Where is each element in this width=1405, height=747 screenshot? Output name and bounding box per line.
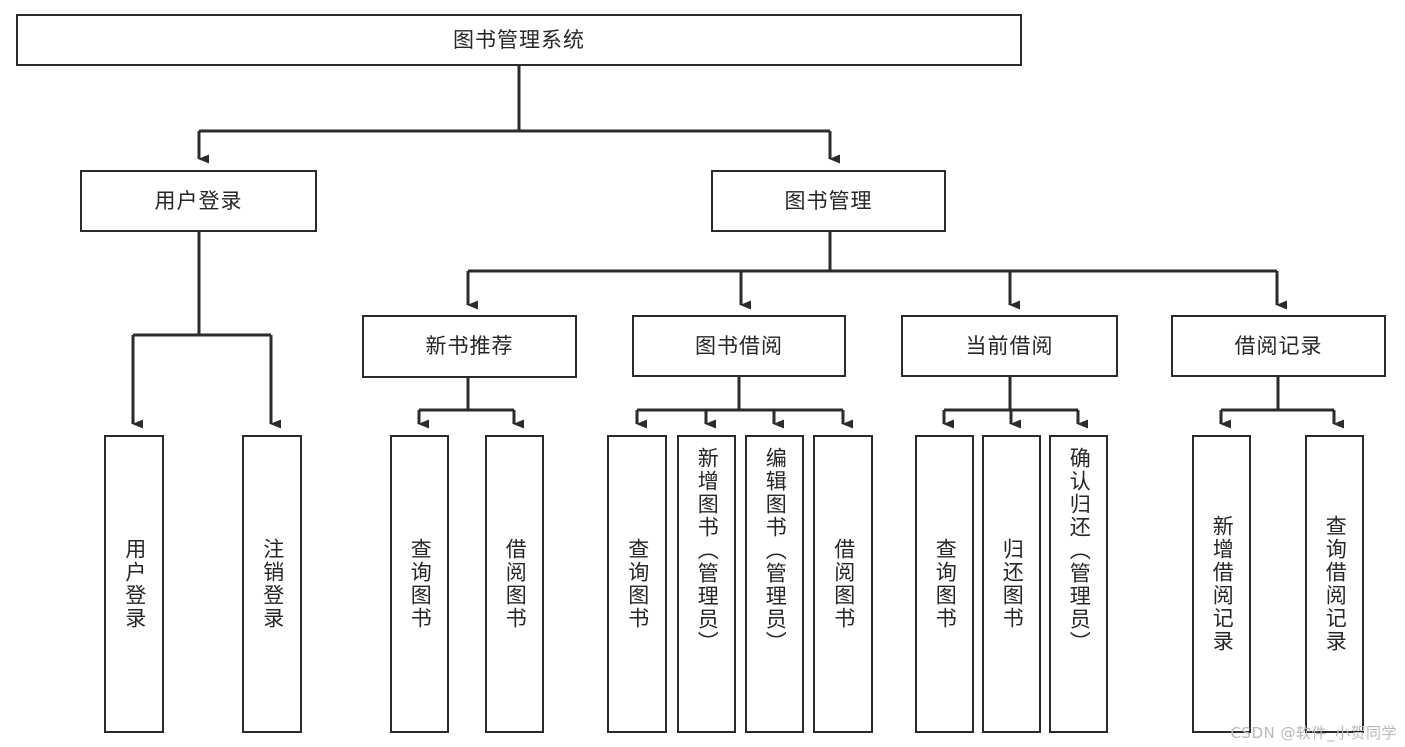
leaf-borrow-record-0[interactable]: 新增借阅记录 bbox=[1192, 435, 1251, 733]
leaf-book-borrow-1-label: 新增图书（管理员） bbox=[695, 447, 720, 654]
node-current-borrow[interactable]: 当前借阅 bbox=[901, 315, 1118, 377]
leaf-borrow-record-1-label: 查询借阅记录 bbox=[1323, 515, 1348, 653]
leaf-book-borrow-1[interactable]: 新增图书（管理员） bbox=[677, 435, 736, 733]
leaf-book-borrow-3[interactable]: 借阅图书 bbox=[813, 435, 873, 733]
node-root-label: 图书管理系统 bbox=[453, 27, 585, 52]
node-new-book-rec[interactable]: 新书推荐 bbox=[362, 315, 577, 378]
leaf-borrow-record-1[interactable]: 查询借阅记录 bbox=[1305, 435, 1364, 733]
leaf-user-login-0-label: 用户登录 bbox=[122, 538, 147, 630]
leaf-new-book-rec-0-label: 查询图书 bbox=[408, 538, 433, 630]
leaf-current-borrow-1-label: 归还图书 bbox=[1000, 538, 1025, 630]
leaf-new-book-rec-0[interactable]: 查询图书 bbox=[390, 435, 449, 733]
node-borrow-record-label: 借阅记录 bbox=[1234, 333, 1323, 358]
leaf-book-borrow-3-label: 借阅图书 bbox=[831, 538, 856, 630]
node-user-login[interactable]: 用户登录 bbox=[80, 170, 317, 232]
node-book-borrow[interactable]: 图书借阅 bbox=[632, 315, 846, 377]
csdn-watermark: CSDN @软件_小贺同学 bbox=[1230, 724, 1397, 742]
node-user-login-label: 用户登录 bbox=[154, 188, 243, 213]
leaf-user-login-1[interactable]: 注销登录 bbox=[242, 435, 302, 733]
node-new-book-rec-label: 新书推荐 bbox=[425, 334, 514, 359]
leaf-current-borrow-1[interactable]: 归还图书 bbox=[982, 435, 1041, 733]
leaf-borrow-record-0-label: 新增借阅记录 bbox=[1210, 515, 1235, 653]
node-book-borrow-label: 图书借阅 bbox=[695, 333, 783, 358]
node-book-manage[interactable]: 图书管理 bbox=[711, 170, 946, 232]
leaf-book-borrow-0[interactable]: 查询图书 bbox=[607, 435, 667, 733]
node-borrow-record[interactable]: 借阅记录 bbox=[1171, 315, 1386, 377]
node-book-manage-label: 图书管理 bbox=[784, 188, 873, 213]
leaf-current-borrow-0-label: 查询图书 bbox=[933, 538, 958, 630]
leaf-current-borrow-2[interactable]: 确认归还（管理员） bbox=[1049, 435, 1108, 733]
leaf-book-borrow-2-label: 编辑图书（管理员） bbox=[763, 447, 788, 654]
leaf-book-borrow-0-label: 查询图书 bbox=[625, 538, 650, 630]
leaf-new-book-rec-1-label: 借阅图书 bbox=[503, 538, 528, 630]
leaf-current-borrow-0[interactable]: 查询图书 bbox=[915, 435, 974, 733]
leaf-new-book-rec-1[interactable]: 借阅图书 bbox=[485, 435, 544, 733]
node-root[interactable]: 图书管理系统 bbox=[16, 14, 1022, 66]
leaf-user-login-1-label: 注销登录 bbox=[260, 538, 285, 630]
leaf-book-borrow-2[interactable]: 编辑图书（管理员） bbox=[745, 435, 804, 733]
leaf-current-borrow-2-label: 确认归还（管理员） bbox=[1067, 447, 1092, 654]
node-current-borrow-label: 当前借阅 bbox=[965, 333, 1054, 358]
leaf-user-login-0[interactable]: 用户登录 bbox=[104, 435, 164, 733]
